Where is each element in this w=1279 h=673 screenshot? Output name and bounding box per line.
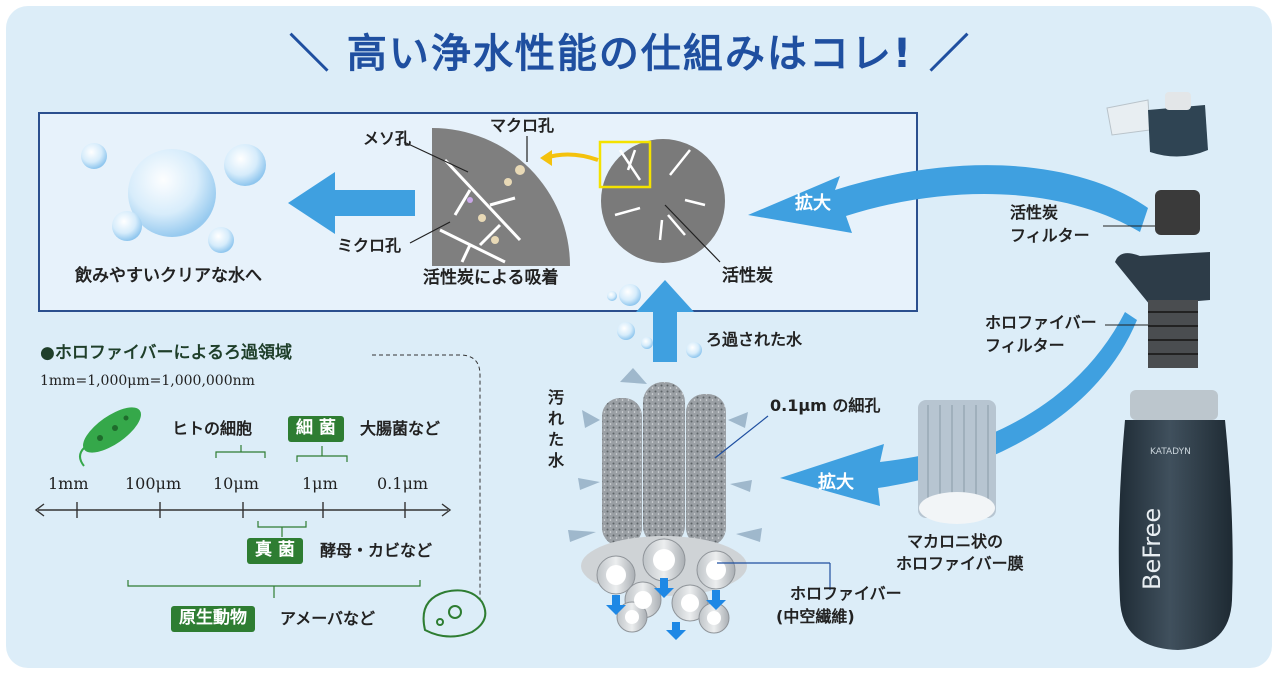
hollow-filter-label-2: フィルター xyxy=(985,336,1065,355)
enlarge-label-mid: 拡大 xyxy=(818,472,854,493)
tick-label-1mm: 1mm xyxy=(48,474,89,493)
filtered-water-label: ろ過された水 xyxy=(706,330,803,349)
hollow-label-2: (中空繊維) xyxy=(776,607,855,626)
meso-pore-label: メソ孔 xyxy=(363,129,412,148)
activated-carbon-icon xyxy=(598,139,725,263)
dirty-water-4: 水 xyxy=(548,451,565,470)
tick-label-1um: 1μm xyxy=(302,474,338,493)
yeast-text: 酵母・カビなど xyxy=(320,541,433,560)
small-bubbles-icon xyxy=(607,284,702,358)
carbon-filter-label-1: 活性炭 xyxy=(1010,203,1059,222)
bottle-brand: KATADYN xyxy=(1150,447,1191,457)
hollow-filter-label-1: ホロファイバー xyxy=(985,313,1097,332)
clear-water-label: 飲みやすいクリアな水へ xyxy=(75,266,262,286)
membrane-label-2: ホロファイバー膜 xyxy=(896,554,1024,573)
bubbles-icon xyxy=(81,143,266,253)
bottle-text: BeFree xyxy=(1138,507,1166,590)
macro-pore-label: マクロ孔 xyxy=(490,116,555,135)
protozoa-text: アメーバなど xyxy=(280,609,376,628)
bacteria-text: 大腸菌など xyxy=(360,419,441,438)
carbon-pore-closeup xyxy=(432,128,570,266)
yeast-badge: 真 菌 xyxy=(247,538,303,564)
bottle-cap-icon xyxy=(1106,92,1208,157)
adsorption-caption: 活性炭による吸着 xyxy=(423,268,559,288)
activated-carbon-label: 活性炭 xyxy=(722,266,773,286)
dirty-water-1: 汚 xyxy=(548,388,565,407)
dirty-water-2: れ xyxy=(548,409,565,428)
tick-label-01um: 0.1μm xyxy=(377,474,429,493)
amoeba-icon xyxy=(422,589,487,638)
tick-label-100um: 100μm xyxy=(125,474,182,493)
tick-label-10um: 10μm xyxy=(213,474,259,493)
hollow-fiber-filter-icon xyxy=(1115,252,1210,368)
membrane-label-1: マカロニ状の xyxy=(907,532,1004,551)
protozoa-badge: 原生動物 xyxy=(171,606,255,632)
arrow-left-icon xyxy=(288,172,415,234)
arrow-up-icon xyxy=(636,280,694,362)
curved-arrow-mid-icon xyxy=(780,312,1137,506)
membrane-icon xyxy=(918,400,996,524)
dirty-water-3: た xyxy=(548,430,565,449)
page-title: ＼ 高い浄水性能の仕組みはコレ! ／ xyxy=(288,31,972,77)
carbon-filter-icon xyxy=(1155,190,1200,235)
human-cell-label: ヒトの細胞 xyxy=(172,419,253,438)
scale-axis xyxy=(34,502,452,518)
scale-units: 1mm=1,000μm=1,000,000nm xyxy=(40,373,255,389)
curved-arrow-top-icon xyxy=(748,165,1148,233)
enlarge-label-top: 拡大 xyxy=(795,193,831,214)
zoom-arrow-icon xyxy=(544,152,599,162)
scale-heading: ●ホロファイバーによるろ過領域 xyxy=(40,343,292,363)
bacteria-badge: 細 菌 xyxy=(288,416,344,442)
micro-pore-label: ミクロ孔 xyxy=(337,236,402,255)
hollow-label-1: ホロファイバー xyxy=(790,584,902,603)
carbon-filter-label-2: フィルター xyxy=(1010,226,1090,245)
hollow-fiber-icon xyxy=(568,368,762,640)
pore-label: 0.1μm の細孔 xyxy=(770,396,881,415)
bacteria-icon xyxy=(79,407,141,467)
bottle-icon xyxy=(1118,390,1233,650)
scale-brackets xyxy=(127,445,421,598)
